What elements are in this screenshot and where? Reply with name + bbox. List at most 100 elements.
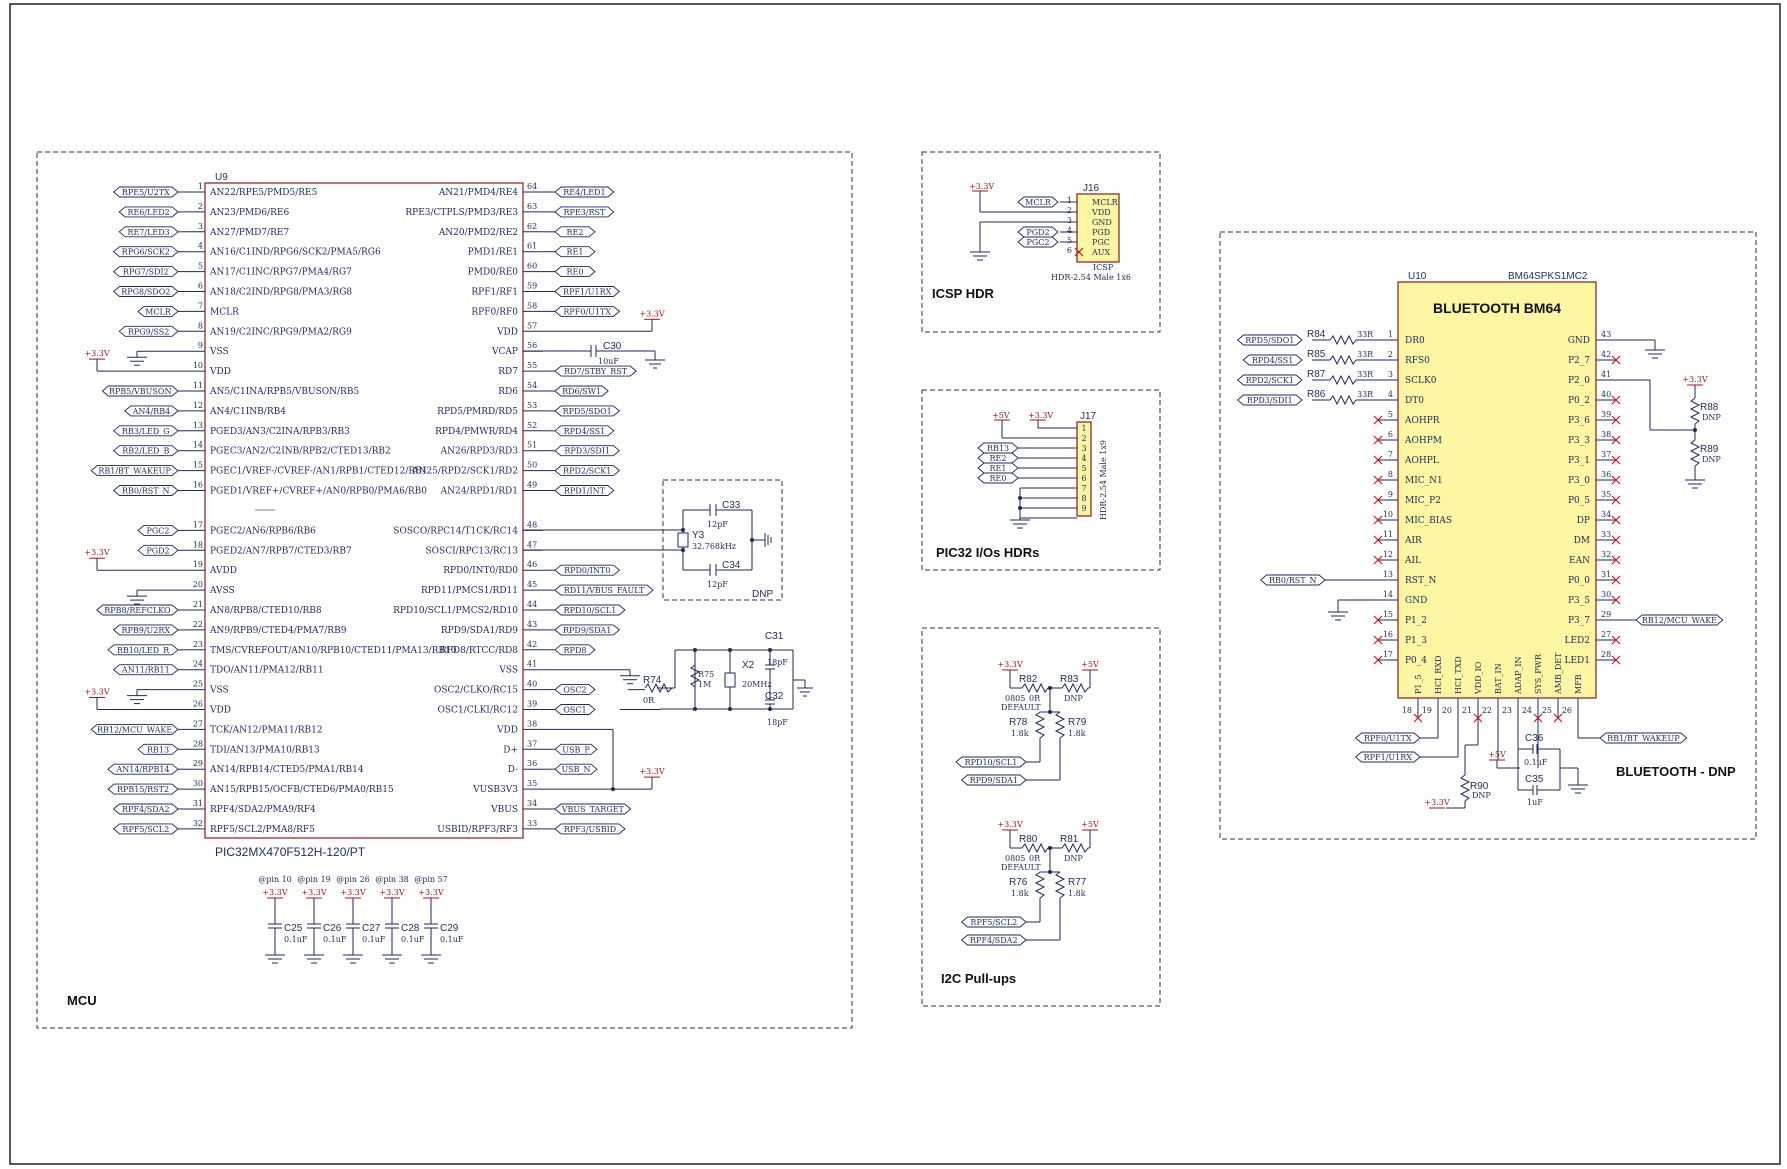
- icsp-pin-name: VDD: [1091, 208, 1111, 217]
- mcu-left-pin-num: 2: [198, 202, 203, 211]
- mcu-left-pin-name: TDO/AN11/PMA12/RB11: [210, 666, 324, 676]
- mcu-left-pin-num: 29: [193, 759, 203, 768]
- bt-left-nc-mark-b: [1373, 435, 1383, 445]
- mcu-left-pin-num: 28: [193, 739, 203, 748]
- bt-left-pin-name: AOHPM: [1404, 436, 1442, 446]
- y3-value: 32.768kHz: [692, 542, 736, 551]
- mcu-right-net-label: RPD4/SS1: [564, 427, 606, 436]
- mcu-right-pin-name: RPD11/PMCS1/RD11: [421, 586, 518, 596]
- bt-bottom-pin-name: HCI_RXD: [1434, 656, 1443, 694]
- mcu-chip: [204, 182, 524, 839]
- i2c-net-scl-port: [955, 756, 1027, 768]
- bt-r89-dnp: DNP: [1702, 455, 1721, 464]
- icsp-net-label: PGC2: [1027, 238, 1050, 247]
- mcu-left-pin-num: 3: [198, 222, 203, 231]
- decoupling-value: 0.1uF: [440, 935, 464, 944]
- mcu-right-net-label-port: [554, 246, 596, 258]
- bt-left-pin-name: DR0: [1405, 336, 1425, 346]
- mcu-right-pin-name: RPF0/RF0: [471, 307, 518, 317]
- mcu-left-net-label-port: [107, 763, 179, 775]
- bt-right-pin-name: P0_0: [1568, 576, 1590, 586]
- i2c-p5: +5V: [1081, 660, 1099, 669]
- bt-rx-net-port: [1354, 751, 1421, 763]
- mcu-right-pin-num: 35: [527, 779, 537, 788]
- u10-ref: U10: [1408, 271, 1427, 282]
- bt-left-pin-name: AIL: [1404, 556, 1421, 566]
- bt-bottom-pin-name: MFB: [1574, 674, 1583, 694]
- mcu-left-pin-name: AN23/PMD6/RE6: [209, 208, 289, 218]
- bt-r88-ref: R88: [1700, 402, 1719, 413]
- mcu-left-net-label-port: [112, 286, 179, 297]
- i2c-frame: [921, 627, 1161, 1007]
- bt-left-pin-name: RFS0: [1405, 356, 1430, 366]
- decoupling-value: 0.1uF: [323, 935, 347, 944]
- bt-right-pin-num: 40: [1601, 390, 1611, 399]
- r75-ref: R75: [698, 670, 714, 679]
- icsp-nc-mark-b: [1074, 247, 1084, 257]
- mcu-left-net-label-port: [112, 803, 179, 815]
- bt-bottom-pin-name: HCI_TXD: [1454, 656, 1463, 694]
- decoupling-ref: C29: [440, 923, 459, 934]
- bt-bottom-pin-name: BAT_IN: [1494, 663, 1503, 694]
- mcu-right-net-label: RPD8: [564, 646, 587, 655]
- icsp-pin-num: 5: [1067, 236, 1072, 245]
- i2c-ra-size: 0805: [1005, 854, 1025, 863]
- i2c-rc-value: 1.8k: [1011, 889, 1029, 898]
- decoupling-ref: C25: [284, 923, 303, 934]
- mcu-left-pin-num: 19: [193, 560, 203, 569]
- j17-header: [1076, 421, 1092, 517]
- mcu-left-net-label: RPF4/SDA2: [122, 805, 170, 814]
- mcu-left-net-label: RPG7/SDI2: [123, 268, 169, 277]
- i2c-section: I2C Pull-ups +3.3V+5VRPD10/SCL1RPD9/SDA1…: [921, 627, 1161, 1007]
- bt-right-nc-mark-b: [1611, 595, 1621, 605]
- mcu-left-pin-num: 6: [198, 282, 203, 291]
- mcu-right-pin-name: VCAP: [491, 347, 518, 357]
- decoupling-note: @pin 10: [258, 875, 292, 884]
- i2c-rd-value: 1.8k: [1068, 889, 1086, 898]
- mcu-right-pin-num: 59: [527, 282, 537, 291]
- bt-left-pin-name: RST_N: [1405, 576, 1436, 586]
- j16-title: ICSP: [1093, 263, 1114, 272]
- mcu-right-pin-name: RPD10/SCL1/PMCS2/RD10: [393, 606, 518, 616]
- mcu-left-net-label: RPG6/SCK2: [122, 248, 170, 257]
- bt-left-nc-mark-b: [1373, 495, 1383, 505]
- pic32-section-title: PIC32 I/Os HDRs: [936, 545, 1039, 560]
- bt-left-nc-mark-b: [1373, 655, 1383, 665]
- mcu-left-net-label-port: [124, 405, 179, 417]
- bt-series-value: 33R: [1357, 330, 1374, 339]
- y3-ref: Y3: [692, 530, 705, 541]
- bt-series-value: 33R: [1357, 370, 1374, 379]
- bt-series-ref: R85: [1307, 349, 1326, 360]
- mcu-left-net-label-port: [112, 823, 179, 835]
- mcu-right-pin-name: AN25/RPD2/SCK1/RD2: [411, 467, 518, 477]
- bt-right-nc-mark-b: [1611, 495, 1621, 505]
- mcu-left-pin-name: AN15/RPB15/OCFB/CTED6/PMA0/RB15: [209, 785, 394, 795]
- mcu-right-net-label: RE0: [567, 268, 584, 277]
- mcu-right-pin-name: VDD: [496, 327, 518, 337]
- mcu-left-pin-num: 10: [193, 361, 203, 370]
- c32-value: 18pF: [767, 718, 788, 727]
- mcu-left-pin-name: AN19/C2INC/RPG9/PMA2/RG9: [209, 327, 352, 337]
- i2c-rb-ref: R81: [1060, 834, 1079, 845]
- bt-right-pin-num: 43: [1601, 330, 1611, 339]
- i2c-ra-default: DEFAULT: [1001, 703, 1041, 712]
- mcu-right-pin-name: D+: [503, 745, 518, 755]
- icsp-net-label-port: [1017, 236, 1059, 248]
- i2c-rb-value: DNP: [1064, 694, 1083, 703]
- mcu-right-net-label-port: [554, 564, 621, 576]
- mcu-right-net-label-port: [554, 385, 609, 397]
- crystal-dnp-frame: [662, 479, 783, 601]
- mcu-right-net-label-port: [554, 644, 596, 656]
- bt-right-pin-name: GND: [1568, 336, 1590, 346]
- bt-left-pin-num: 6: [1388, 430, 1393, 439]
- bt-right-pin-num: 37: [1601, 450, 1611, 459]
- bt-left-pin-num: 13: [1383, 570, 1393, 579]
- bt-left-nc-mark-b: [1373, 615, 1383, 625]
- mcu-ref: U9: [215, 172, 228, 183]
- bt-left-nc-mark-b: [1373, 635, 1383, 645]
- icsp-net-label-port: [1017, 196, 1059, 208]
- icsp-pin-name: PGD: [1092, 228, 1110, 237]
- mcu-frame: [36, 151, 853, 1029]
- i2c-net-sda: RPD9/SDA1: [970, 776, 1018, 785]
- mcu-left-pin-name: AN8/RPB8/CTED10/RB8: [209, 606, 322, 616]
